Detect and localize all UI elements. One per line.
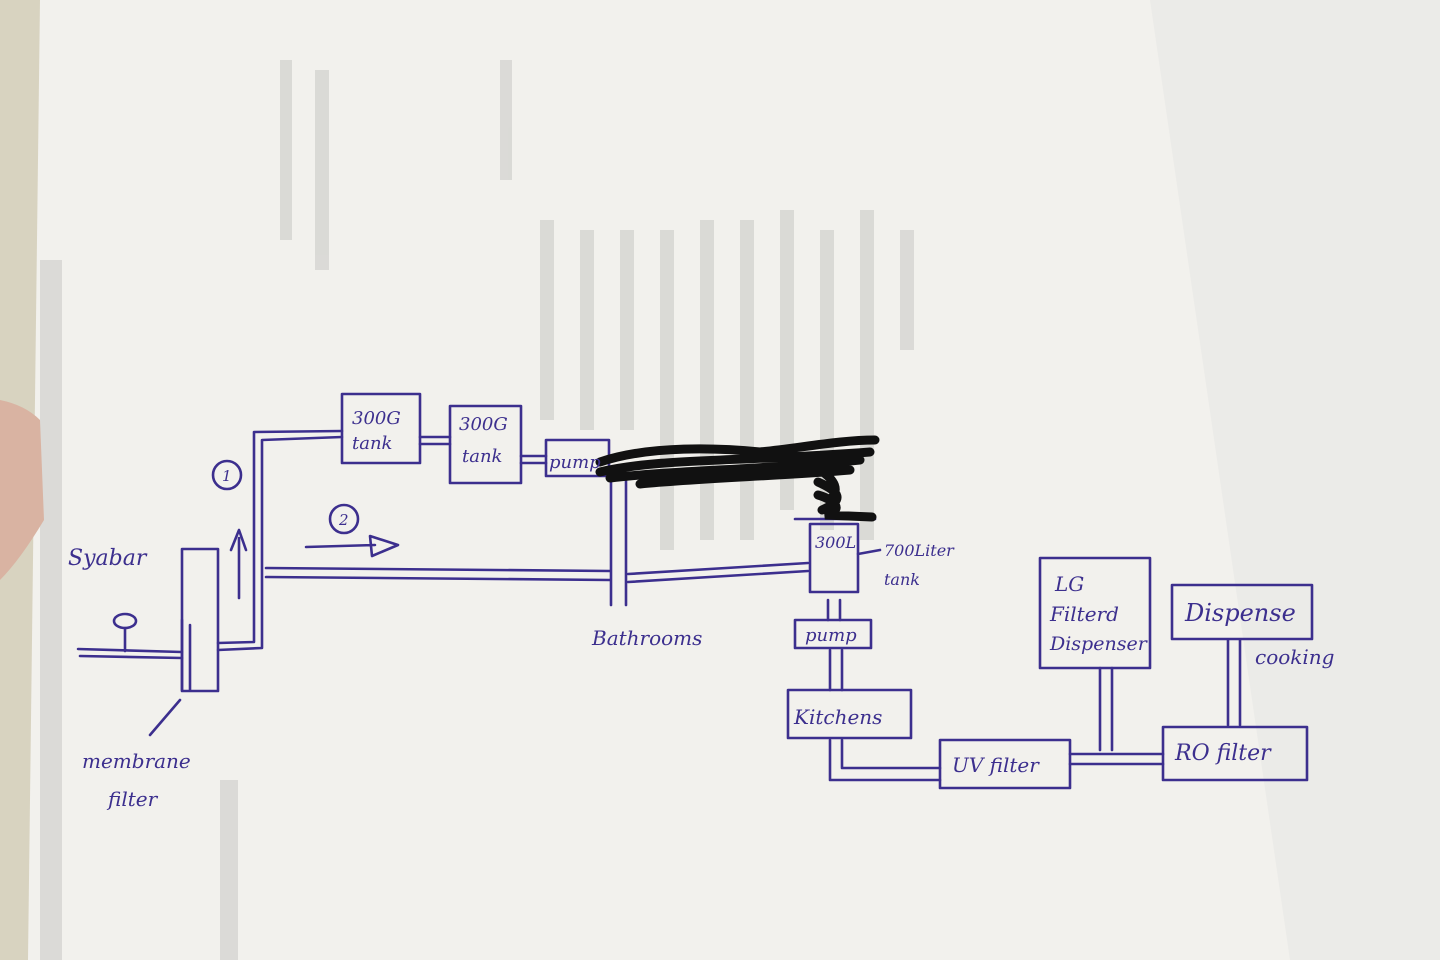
membrane-label-line1: membrane [82,749,191,773]
tank-note-pointer [856,548,882,556]
dispense-label: Dispense [1184,599,1296,627]
tank-a-label-line1: 300G [352,408,401,429]
arrow-up-icon [229,528,248,600]
pump-b-box [793,618,873,650]
bathrooms-label: Bathrooms [591,626,702,650]
redaction-scribble [595,435,880,522]
tank-b-label-line2: tank [462,446,502,467]
dispense-box [1170,583,1314,641]
route-1-number: 1 [222,467,232,485]
paper-shade [1150,0,1440,960]
arrow-right-icon [304,534,400,558]
tank-c-label: 300L [815,533,856,552]
pipe-riser [216,429,344,652]
tank-note-line1: 700Liter [884,541,955,560]
source-pipe [76,647,184,660]
lg-dispenser-line1: LG [1054,572,1084,596]
tank-a-box [340,392,422,465]
thumb [0,400,44,580]
tank-a-label-line2: tank [352,433,392,454]
kitchens-label: Kitchens [793,705,882,729]
ro-filter-label: RO filter [1174,741,1272,766]
tank-c-box [808,522,860,594]
route-1-circle-icon [211,459,243,491]
lg-dispenser-line3: Dispenser [1049,633,1149,655]
uv-filter-label: UV filter [952,753,1040,777]
pipe-route-2 [264,561,810,584]
pump-b-label: pump [805,625,857,646]
lg-dispenser-box [1038,556,1152,670]
source-tap-icon [112,612,138,630]
tank-note-line2: tank [884,570,920,589]
route-2-circle-icon [328,503,360,535]
pump-a-label: pump [549,452,601,473]
kitchens-box [786,688,913,740]
ro-filter-box [1161,725,1309,782]
route-2-number: 2 [338,511,349,529]
membrane-filter-shading [180,618,192,692]
membrane-pointer [148,698,182,737]
membrane-filter-box [180,547,220,693]
lg-dispenser-line2: Filterd [1049,602,1119,626]
cooking-label: cooking [1255,645,1334,669]
pipe-bathrooms [609,474,628,607]
tank-b-label-line1: 300G [459,414,508,435]
membrane-label-line2: filter [106,787,159,811]
source-label: Syabar [68,546,148,571]
tank-b-box [448,404,523,485]
